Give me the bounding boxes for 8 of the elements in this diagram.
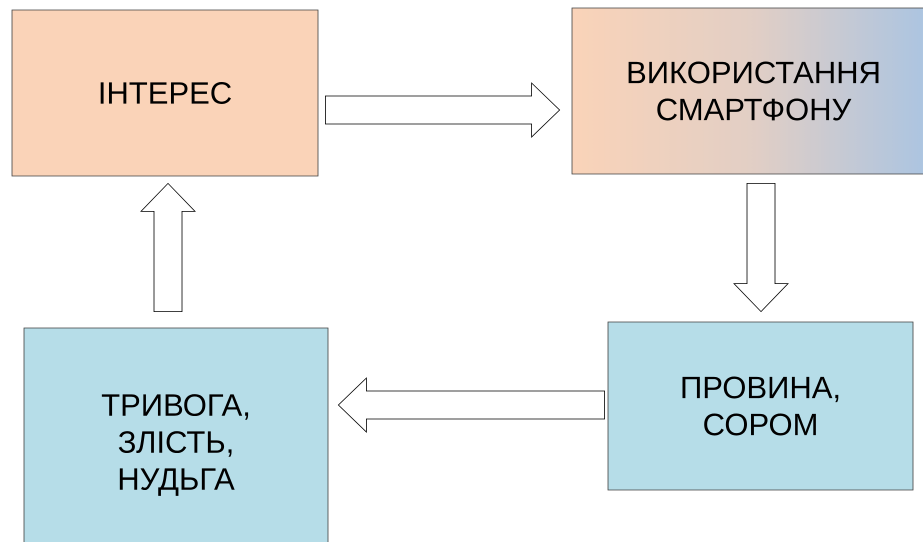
process-box: ВИКОРИСТАННЯ СМАРТФОНУ bbox=[572, 8, 923, 174]
block-arrow bbox=[338, 377, 605, 433]
process-box: ПРОВИНА, СОРОМ bbox=[608, 322, 914, 490]
process-box: ІНТЕРЕС bbox=[12, 10, 318, 176]
block-arrow bbox=[733, 183, 789, 312]
block-arrow bbox=[140, 182, 196, 312]
process-box: ТРИВОГА, ЗЛІСТЬ, НУДЬГА bbox=[24, 328, 328, 542]
block-arrow bbox=[325, 82, 560, 138]
